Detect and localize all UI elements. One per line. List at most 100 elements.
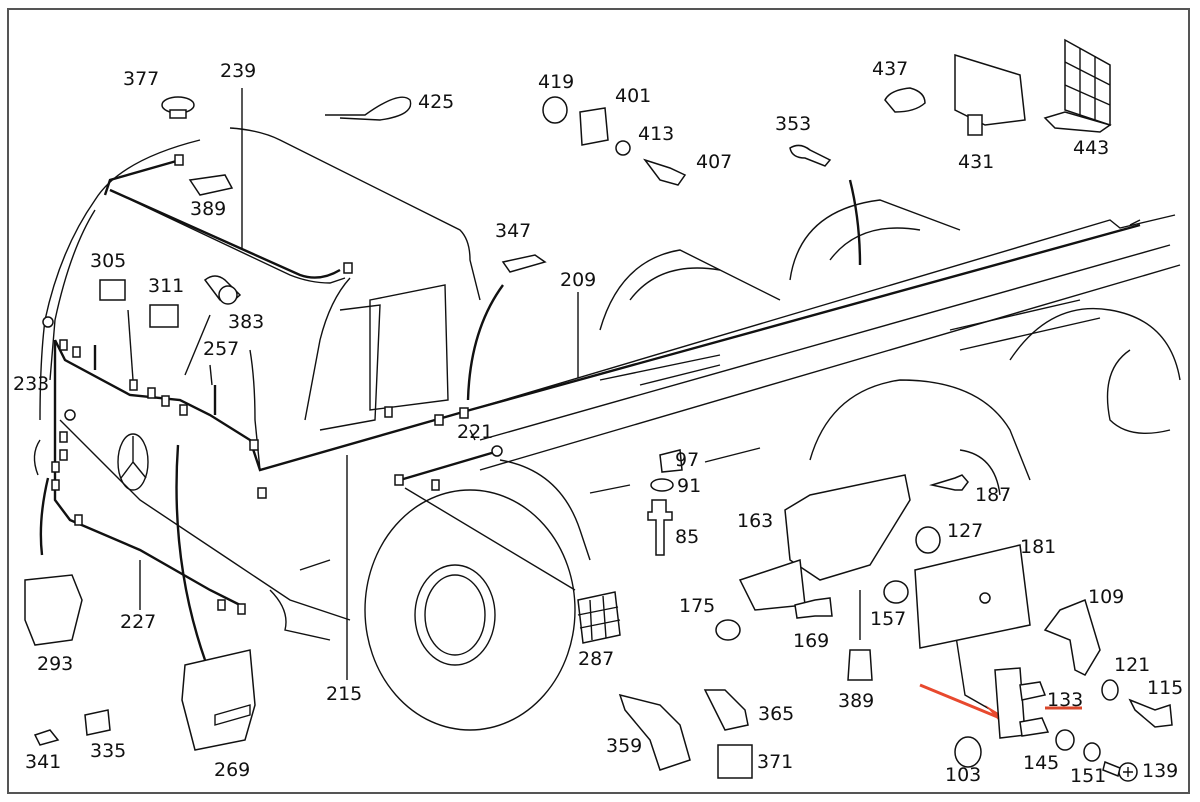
part-293 bbox=[24, 574, 83, 646]
arrow-269 bbox=[175, 444, 207, 661]
callout-label-109: 109 bbox=[1088, 586, 1124, 608]
part-431 bbox=[954, 53, 1026, 126]
part-359 bbox=[618, 693, 691, 771]
callout-label-293: 293 bbox=[37, 653, 73, 675]
callout-label-365: 365 bbox=[758, 703, 794, 725]
arrow-353 bbox=[848, 179, 862, 266]
part-341 bbox=[33, 729, 60, 746]
parts bbox=[24, 38, 1173, 782]
callout-label-239: 239 bbox=[220, 60, 256, 82]
callout-label-209: 209 bbox=[560, 269, 596, 291]
part-121 bbox=[1101, 679, 1119, 701]
callout-label-97: 97 bbox=[675, 449, 699, 471]
arrow-347 bbox=[466, 284, 504, 401]
part-127 bbox=[915, 526, 941, 554]
callout-label-287: 287 bbox=[578, 648, 614, 670]
part-347 bbox=[501, 254, 547, 273]
part-371 bbox=[717, 744, 753, 779]
part-437 bbox=[884, 87, 926, 113]
callout-labels: 377 239 425 419 401 413 407 353 437 431 443 389 347 3… bbox=[13, 58, 1183, 787]
part-115 bbox=[1128, 698, 1173, 728]
part-269 bbox=[181, 649, 256, 751]
part-287 bbox=[577, 591, 621, 644]
callout-label-311: 311 bbox=[148, 275, 184, 297]
part-425 bbox=[325, 96, 412, 121]
part-85 bbox=[647, 499, 673, 556]
callout-label-157: 157 bbox=[870, 608, 906, 630]
part-103 bbox=[954, 736, 982, 768]
callout-label-127: 127 bbox=[947, 520, 983, 542]
part-407 bbox=[642, 158, 687, 186]
callout-label-121: 121 bbox=[1114, 654, 1150, 676]
part-169 bbox=[794, 597, 833, 619]
callout-label-139: 139 bbox=[1142, 760, 1178, 782]
callout-label-401: 401 bbox=[615, 85, 651, 107]
callout-label-389a: 389 bbox=[190, 198, 226, 220]
callout-label-353: 353 bbox=[775, 113, 811, 135]
part-305 bbox=[99, 279, 126, 301]
callout-label-425: 425 bbox=[418, 91, 454, 113]
callout-label-407: 407 bbox=[696, 151, 732, 173]
callout-label-187: 187 bbox=[975, 484, 1011, 506]
mercedes-star-emblem bbox=[117, 433, 149, 491]
callout-label-359: 359 bbox=[606, 735, 642, 757]
callout-label-221: 221 bbox=[457, 421, 493, 443]
callout-label-103: 103 bbox=[945, 764, 981, 786]
callout-label-215: 215 bbox=[326, 683, 362, 705]
callout-label-145: 145 bbox=[1023, 752, 1059, 774]
callout-label-163: 163 bbox=[737, 510, 773, 532]
callout-label-437: 437 bbox=[872, 58, 908, 80]
part-175 bbox=[715, 619, 741, 641]
callout-label-175: 175 bbox=[679, 595, 715, 617]
truck-chassis bbox=[364, 199, 1181, 731]
truck-cab bbox=[39, 127, 481, 641]
callout-label-227: 227 bbox=[120, 611, 156, 633]
callout-label-85: 85 bbox=[675, 526, 699, 548]
callout-label-181: 181 bbox=[1020, 536, 1056, 558]
part-335 bbox=[84, 709, 111, 736]
part-163 bbox=[784, 474, 911, 581]
part-443 bbox=[1064, 38, 1111, 127]
callout-label-335: 335 bbox=[90, 740, 126, 762]
part-419 bbox=[542, 96, 568, 124]
callout-label-305: 305 bbox=[90, 250, 126, 272]
part-389b bbox=[847, 649, 873, 681]
part-187 bbox=[929, 474, 969, 491]
callout-label-269: 269 bbox=[214, 759, 250, 781]
part-413 bbox=[615, 140, 631, 156]
callout-label-389b: 389 bbox=[838, 690, 874, 712]
callout-label-257: 257 bbox=[203, 338, 239, 360]
callout-label-341: 341 bbox=[25, 751, 61, 773]
part-151 bbox=[1083, 742, 1101, 762]
part-365 bbox=[703, 689, 749, 731]
callout-label-169: 169 bbox=[793, 630, 829, 652]
callout-label-383: 383 bbox=[228, 311, 264, 333]
callout-label-233: 233 bbox=[13, 373, 49, 395]
part-97 bbox=[659, 449, 683, 473]
callout-label-431: 431 bbox=[958, 151, 994, 173]
part-157 bbox=[883, 580, 909, 604]
callout-label-91: 91 bbox=[677, 475, 701, 497]
callout-label-151: 151 bbox=[1070, 765, 1106, 787]
part-311 bbox=[149, 304, 179, 328]
part-181 bbox=[914, 544, 1031, 649]
part-109 bbox=[1043, 598, 1101, 676]
wiring-harness bbox=[42, 154, 1141, 615]
callout-label-419: 419 bbox=[538, 71, 574, 93]
part-401 bbox=[579, 107, 609, 146]
highlight-arrow bbox=[919, 683, 1001, 720]
callout-label-443: 443 bbox=[1073, 137, 1109, 159]
part-353 bbox=[789, 144, 832, 167]
callout-label-377: 377 bbox=[123, 68, 159, 90]
part-145 bbox=[1055, 729, 1075, 751]
callout-label-133: 133 bbox=[1047, 689, 1083, 711]
part-91 bbox=[650, 478, 674, 492]
callout-label-413: 413 bbox=[638, 123, 674, 145]
arrow-293 bbox=[39, 477, 50, 556]
callout-label-347: 347 bbox=[495, 220, 531, 242]
part-389 bbox=[188, 174, 234, 196]
callout-label-115: 115 bbox=[1147, 677, 1183, 699]
front-wheel bbox=[364, 489, 576, 731]
callout-label-371: 371 bbox=[757, 751, 793, 773]
